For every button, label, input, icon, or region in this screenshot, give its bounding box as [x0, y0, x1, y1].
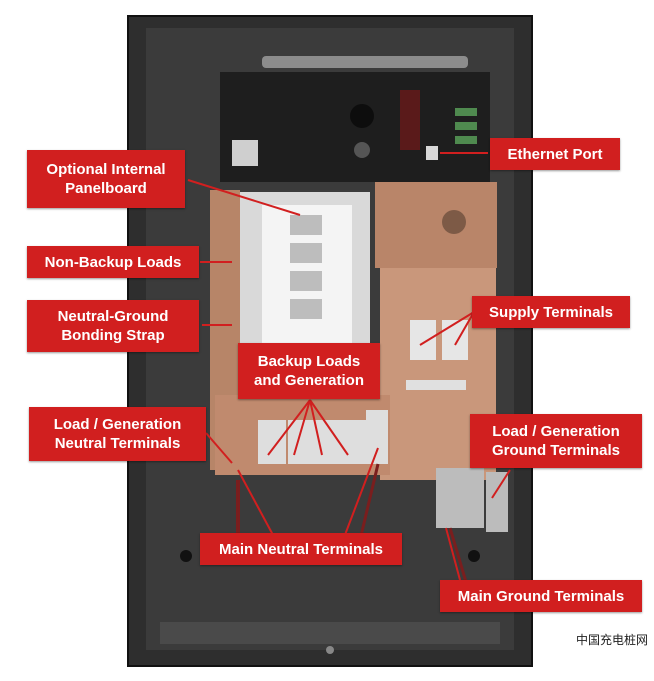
supply-lug-left [410, 320, 436, 360]
label-supply-terminals: Supply Terminals [472, 296, 630, 328]
label-main-ground-terminals: Main Ground Terminals [440, 580, 642, 612]
label-ethernet-port: Ethernet Port [490, 138, 620, 170]
ethernet-jack [426, 146, 438, 160]
label-load-generation-ground-terminals: Load / Generation Ground Terminals [470, 414, 642, 468]
supply-lug-right [442, 320, 468, 360]
watermark-text: 中国充电桩网 [575, 633, 648, 647]
label-main-neutral-terminals: Main Neutral Terminals [200, 533, 402, 565]
label-non-backup-loads: Non-Backup Loads [27, 246, 199, 278]
label-load-generation-neutral-terminals: Load / Generation Neutral Terminals [29, 407, 206, 461]
ground-terminal-block [436, 468, 484, 528]
label-neutral-ground-bonding-strap: Neutral-Ground Bonding Strap [27, 300, 199, 352]
control-electronics [220, 72, 490, 182]
label-optional-internal-panelboard: Optional Internal Panelboard [27, 150, 185, 208]
label-backup-loads-and-generation: Backup Loads and Generation [238, 343, 380, 399]
top-rail [262, 56, 468, 68]
copper-cover [375, 182, 497, 268]
